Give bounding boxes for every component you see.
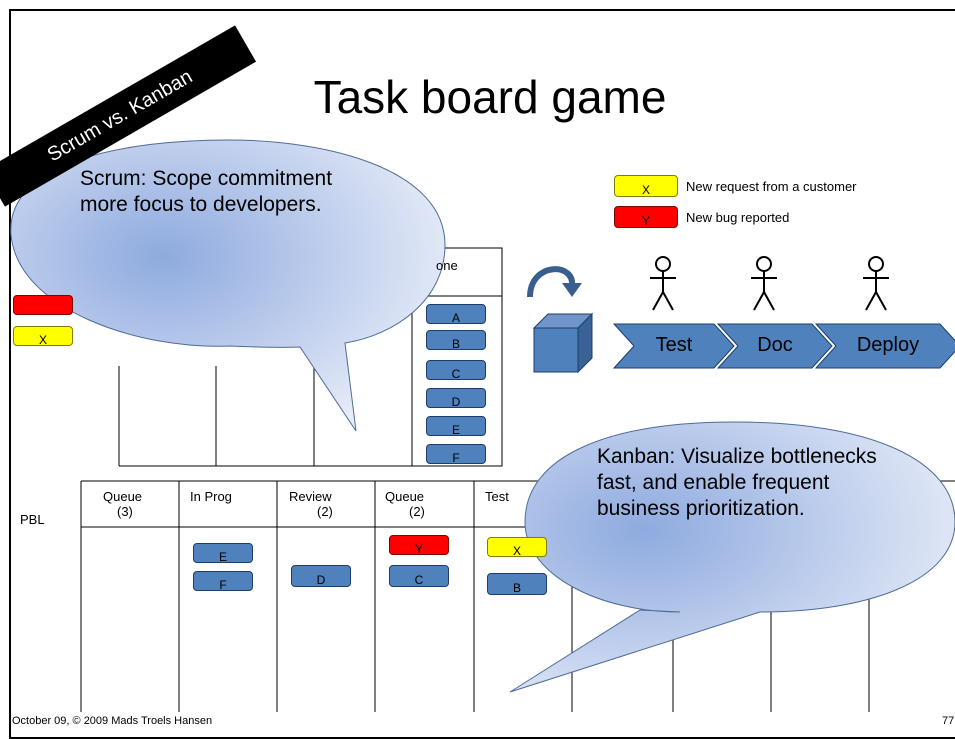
kanban-col-queue-2-name: Queue (385, 489, 425, 504)
done-card-d-label: D (451, 395, 461, 409)
scrum-left-card-x: X (13, 326, 73, 347)
chevron-deploy (814, 323, 955, 369)
pbl-row-label: PBL (20, 512, 45, 527)
slide-number: 77 (942, 715, 955, 727)
scrum-board (118, 247, 503, 467)
done-card-e-label: E (451, 423, 460, 437)
kanban-card-c: C (389, 565, 449, 587)
chevron-test-label: Test (655, 334, 693, 356)
done-column-header: one (436, 258, 458, 273)
legend-text-request: New request from a customer (686, 179, 857, 194)
stick-figure-icon (751, 256, 777, 311)
done-card-f: F (426, 444, 486, 465)
legend-card-y-label: Y (641, 214, 650, 228)
kanban-card-e: E (193, 543, 253, 564)
kanban-col-in-prog: In Prog (190, 489, 232, 504)
kanban-card-d: D (291, 565, 351, 587)
kanban-col-queue-1-name: Queue (103, 489, 143, 504)
kanban-card-y-label: Y (414, 542, 423, 556)
done-card-e: E (426, 416, 486, 437)
kanban-card-f: F (193, 571, 253, 592)
chevron-doc-label: Doc (757, 334, 793, 356)
chevron-doc (716, 323, 833, 369)
legend-card-y: Y (614, 206, 678, 228)
kanban-col-queue-1-limit: (3) (117, 504, 133, 519)
legend-card-x: X (614, 175, 678, 197)
done-card-b: B (426, 330, 486, 351)
kanban-col-review-name: Review (289, 489, 332, 504)
slide-title: Task board game (313, 71, 667, 123)
chevron-deploy-label: Deploy (856, 334, 920, 356)
kanban-card-x: X (487, 537, 547, 558)
done-card-c: C (426, 360, 486, 381)
scrum-left-card-red (13, 295, 73, 315)
scrum-callout-text: Scrum: Scope commitment more focus to de… (80, 167, 333, 216)
kanban-card-d-label: D (316, 573, 326, 587)
footer-credit: October 09, © 2009 Mads Troels Hansen (12, 715, 213, 727)
done-card-b-label: B (451, 337, 460, 351)
kanban-col-test: Test (485, 489, 509, 504)
kanban-card-x-label: X (512, 544, 521, 558)
kanban-callout-text: Kanban: Visualize bottlenecks fast, and … (597, 445, 877, 520)
legend-card-x-label: X (641, 183, 650, 197)
stick-figure-icon (650, 256, 676, 311)
kanban-card-b: B (487, 573, 547, 595)
done-card-d: D (426, 388, 486, 409)
done-card-a: A (426, 304, 486, 325)
legend-text-bug: New bug reported (686, 210, 790, 225)
chevron-test (612, 323, 735, 369)
scrum-left-card-x-label: X (38, 333, 47, 347)
scrum-speech-bubble (10, 139, 446, 432)
kanban-col-queue-2: Queue (2) (385, 489, 445, 519)
kanban-card-b-label: B (512, 581, 521, 595)
cube-icon (532, 312, 594, 374)
curved-arrow-icon (527, 266, 582, 298)
done-card-f-label: F (452, 451, 460, 465)
pipeline-chevrons (612, 323, 955, 369)
done-card-c-label: C (451, 367, 461, 381)
kanban-card-e-label: E (218, 550, 227, 564)
kanban-card-y: Y (389, 535, 449, 556)
stick-figure-icon (863, 256, 889, 311)
kanban-card-f-label: F (219, 578, 227, 592)
kanban-col-queue-1: Queue (3) (103, 489, 163, 519)
kanban-col-review-limit: (2) (317, 504, 333, 519)
kanban-col-queue-2-limit: (2) (409, 504, 425, 519)
done-card-a-label: A (451, 311, 460, 325)
kanban-col-review: Review (2) (289, 489, 349, 519)
kanban-card-c-label: C (414, 573, 424, 587)
